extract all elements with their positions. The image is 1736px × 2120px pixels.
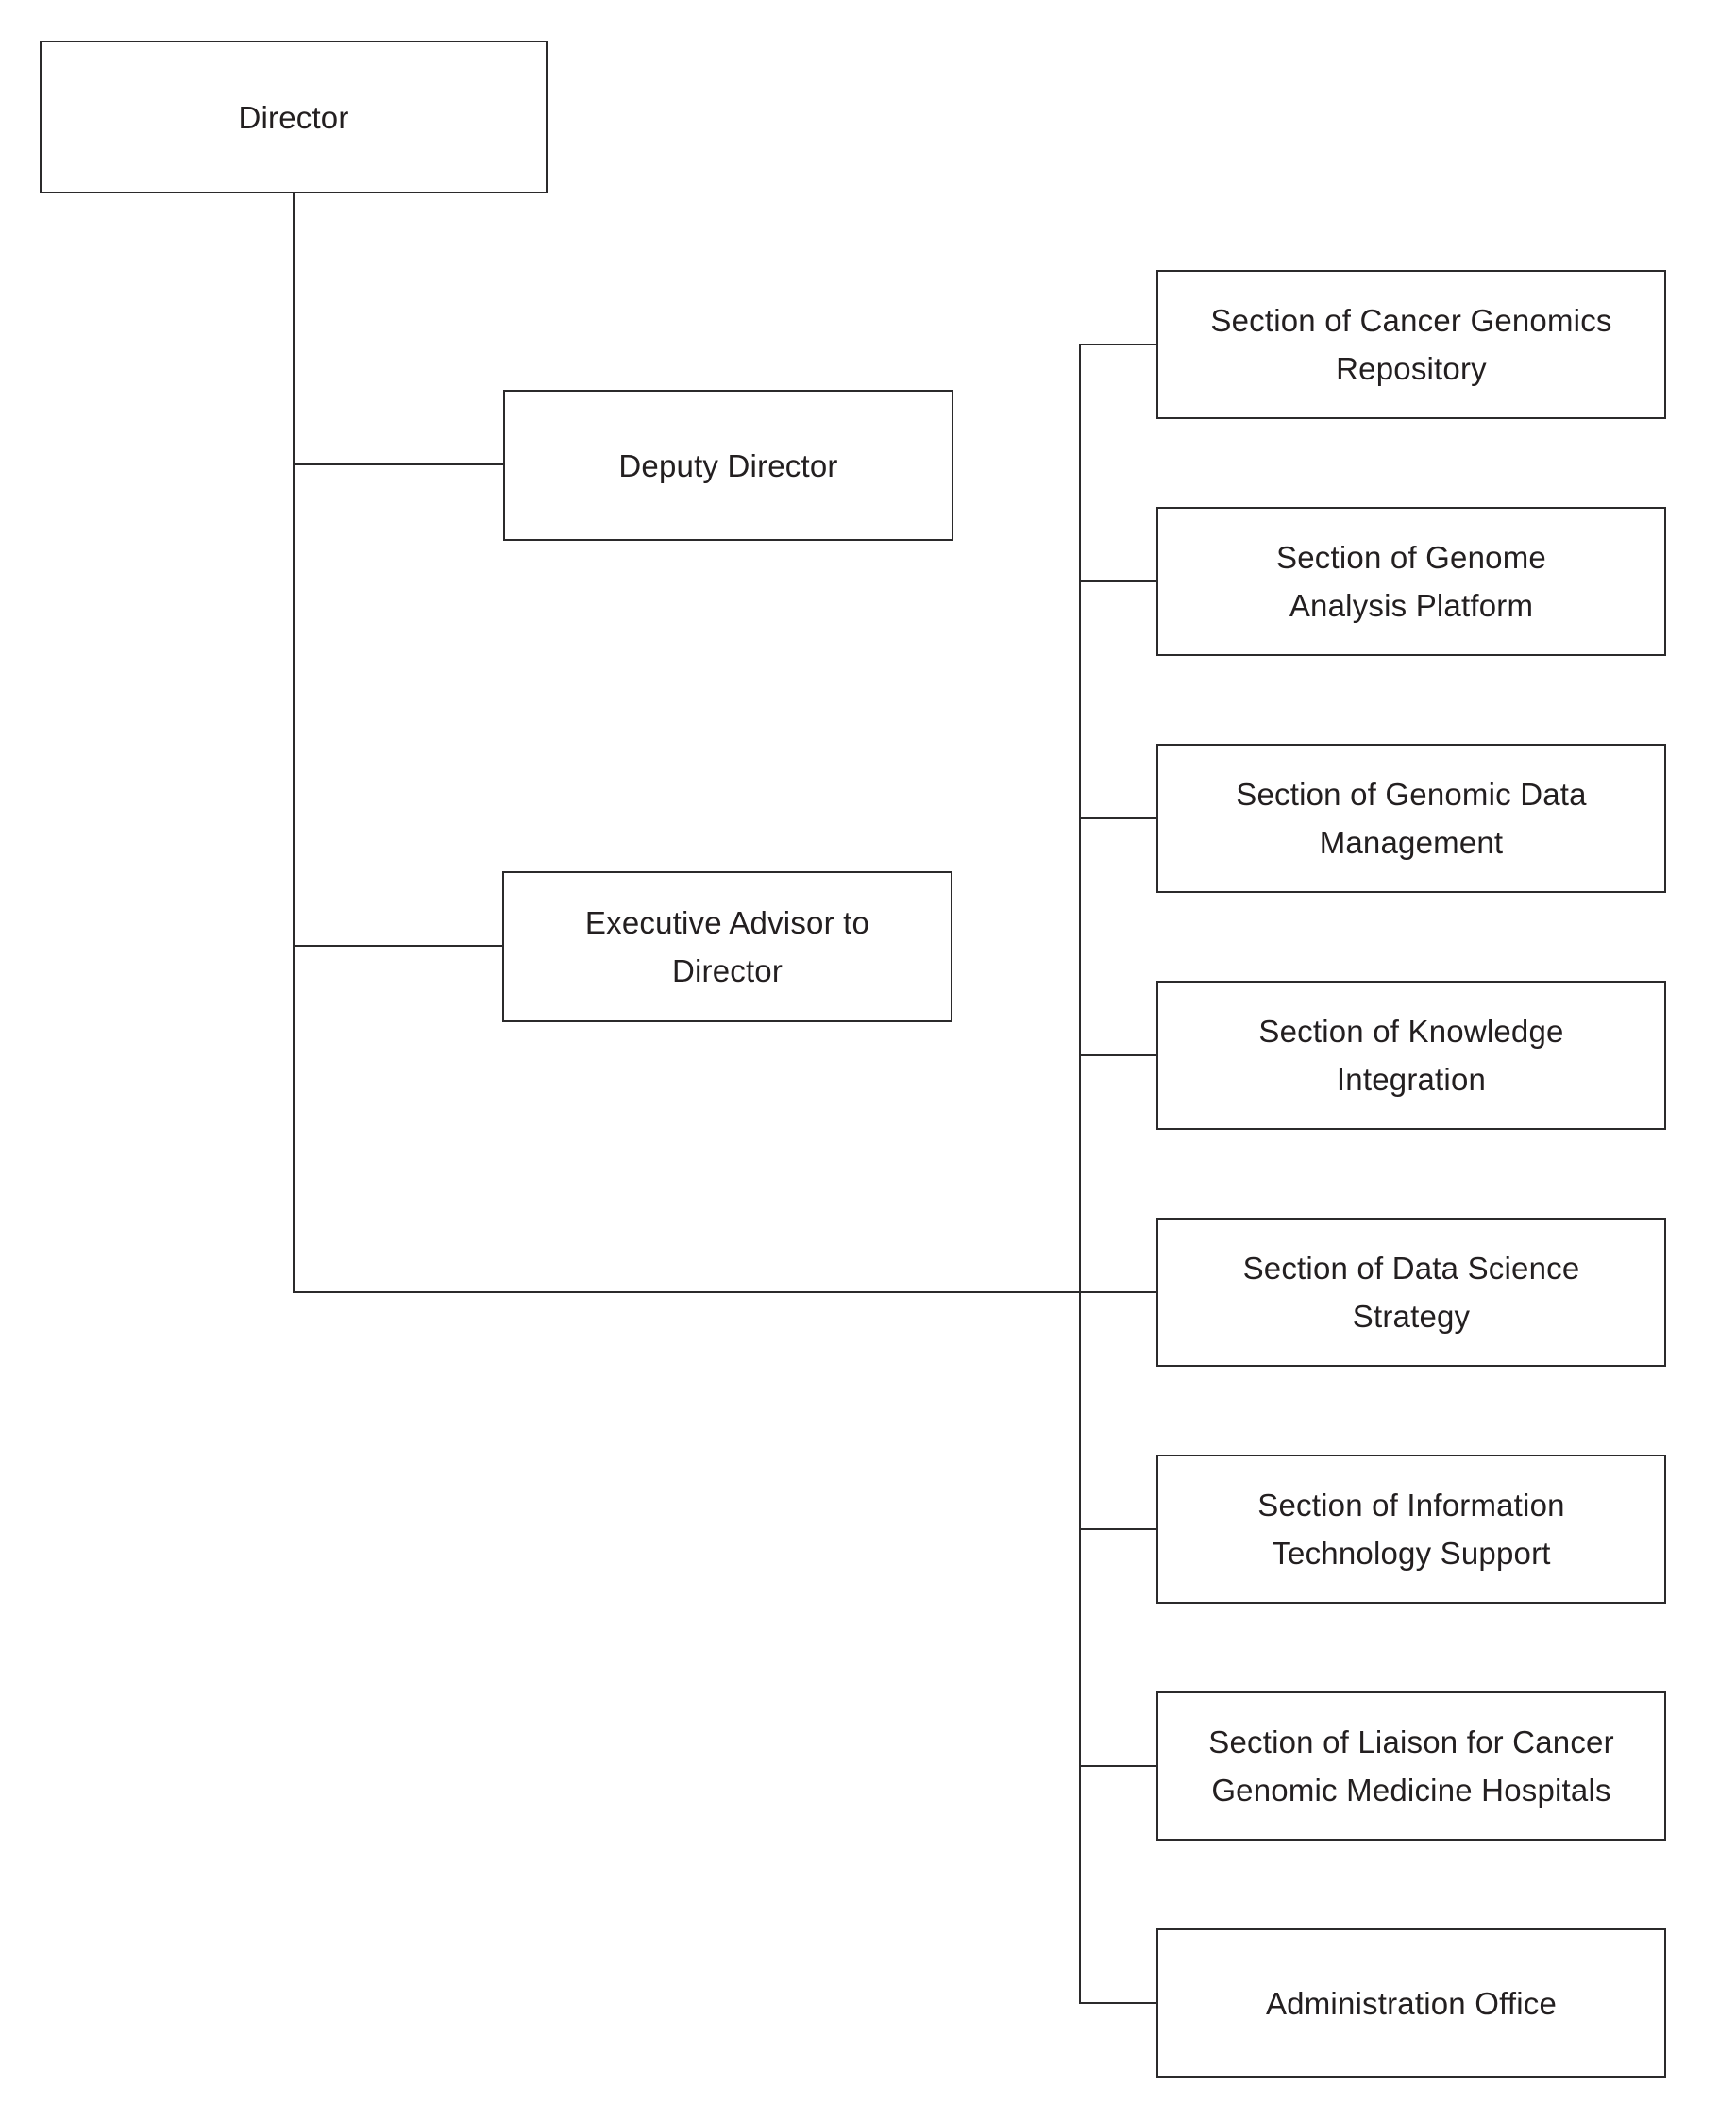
node-executive-advisor-to-director: Executive Advisor to Director [502,871,952,1022]
connector-stub-section-4 [1079,1054,1156,1056]
node-label-line-1: Section of Liaison for Cancer [1208,1725,1614,1759]
node-section-knowledge-integration: Section of Knowledge Integration [1156,981,1666,1130]
node-label-line-2: Director [671,953,784,988]
node-section-data-science-strategy: Section of Data Science Strategy [1156,1218,1666,1367]
node-director: Director [40,41,548,193]
node-label-line-1: Executive Advisor to [584,905,870,940]
node-label-line-2: Management [1319,825,1504,860]
node-label-line-1: Section of Genome [1276,540,1546,575]
node-label: Director [238,99,349,135]
node-label-line-2: Technology Support [1272,1536,1551,1571]
node-administration-office: Administration Office [1156,1928,1666,2078]
connector-stub-section-7 [1079,1765,1156,1767]
node-section-information-technology-support: Section of Information Technology Suppor… [1156,1455,1666,1604]
connector-branch-executive-advisor [293,945,502,947]
node-label-line-1: Section of Knowledge [1258,1014,1564,1049]
node-label: Deputy Director [618,447,838,483]
node-deputy-director: Deputy Director [503,390,953,541]
node-section-genome-analysis-platform: Section of Genome Analysis Platform [1156,507,1666,656]
connector-stub-section-2 [1079,580,1156,582]
connector-trunk-to-sections [293,1291,1156,1293]
node-label-line-2: Genomic Medicine Hospitals [1211,1773,1611,1808]
connector-stub-section-1 [1079,344,1156,345]
node-label-line-2: Integration [1336,1062,1487,1097]
node-section-cancer-genomics-repository: Section of Cancer Genomics Repository [1156,270,1666,419]
connector-stub-section-8 [1079,2002,1156,2004]
node-label-line-1: Section of Cancer Genomics [1210,303,1612,338]
node-label-line-1: Section of Information [1257,1488,1565,1523]
node-label-line-2: Analysis Platform [1289,588,1534,623]
node-label-line-1: Section of Data Science [1242,1251,1580,1286]
node-label-line-2: Repository [1336,351,1487,386]
node-section-liaison-cancer-genomic-medicine-hospitals: Section of Liaison for Cancer Genomic Me… [1156,1691,1666,1841]
connector-director-trunk [293,193,295,1292]
node-label: Administration Office [1265,1985,1558,2021]
node-section-genomic-data-management: Section of Genomic Data Management [1156,744,1666,893]
node-label-line-2: Strategy [1352,1299,1471,1334]
connector-stub-section-3 [1079,817,1156,819]
connector-sections-spine [1079,344,1081,2004]
node-label-line-1: Section of Genomic Data [1236,777,1587,812]
connector-stub-section-6 [1079,1528,1156,1530]
connector-branch-deputy-director [293,463,503,465]
